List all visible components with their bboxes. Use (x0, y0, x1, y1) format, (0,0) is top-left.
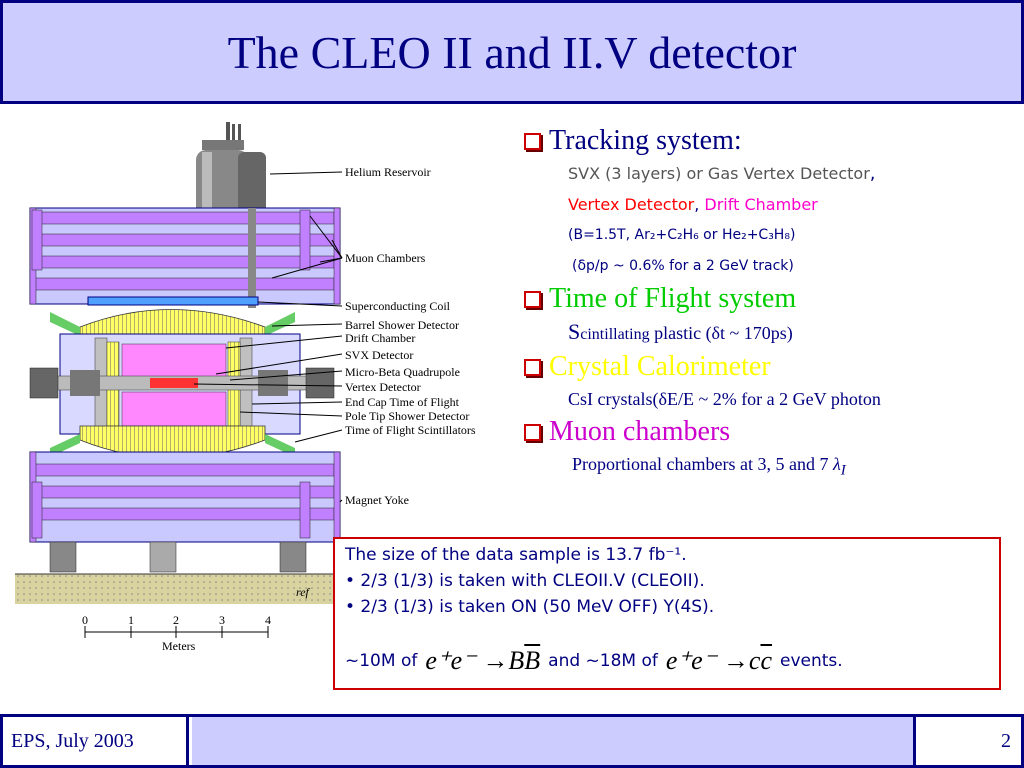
muon-head: Muon chambers (549, 416, 731, 447)
drawing-credit: ref (296, 585, 311, 599)
detector-diagram: ref 0 1 2 3 4 Meters (10, 112, 510, 657)
bullet-tracking: Tracking system: (524, 124, 1019, 158)
tracking-line3: (B=1.5T, Ar₂+C₂H₆ or He₂+C₃H₈) (568, 227, 796, 243)
scale-tick: 4 (265, 613, 271, 627)
checkbox-icon (524, 423, 541, 441)
events-post: events. (780, 651, 843, 671)
label-barrel-shower-detector: Barrel Shower Detector (345, 318, 459, 332)
scale-tick: 0 (82, 613, 88, 627)
data-line-3: • 2/3 (1/3) is taken ON (50 MeV OFF) Y(4… (345, 597, 715, 617)
events-pre: ~10M of (345, 651, 418, 671)
tof-head: Time of Flight system (549, 283, 797, 314)
title-bar: The CLEO II and II.V detector (0, 0, 1024, 104)
label-tof-scintillators: Time of Flight Scintillators (345, 423, 476, 437)
label-svx-detector: SVX Detector (345, 348, 413, 362)
label-pole-tip-shower: Pole Tip Shower Detector (345, 409, 469, 423)
muon-line1: Proportional chambers at 3, 5 and 7 λI (572, 454, 846, 479)
scale-unit: Meters (162, 639, 196, 653)
events-mid: and ~18M of (548, 651, 658, 671)
checkbox-icon (524, 290, 541, 308)
tracking-head-rest: system: (649, 125, 742, 156)
label-superconducting-coil: Superconducting Coil (345, 299, 451, 313)
bullet-calorimeter: Crystal Calorimeter (524, 350, 1019, 384)
label-muon-chambers: Muon Chambers (345, 251, 426, 265)
calorimeter-head: Crystal Calorimeter (549, 351, 771, 382)
label-vertex-detector: Vertex Detector (345, 380, 421, 394)
eq-bb: e⁺e⁻ →BB (425, 646, 541, 675)
detector-drawing: ref 0 1 2 3 4 Meters (15, 122, 476, 653)
data-sample-box: The size of the data sample is 13.7 fb⁻¹… (333, 537, 1001, 690)
events-line: ~10M of e⁺e⁻ →BB and ~18M of e⁺e⁻ →cc ev… (345, 639, 989, 683)
tracking-line1: SVX (3 layers) or Gas Vertex Detector, (568, 163, 876, 184)
footer-center (192, 717, 916, 765)
calorimeter-line1: CsI crystals(δE/E ~ 2% for a 2 GeV photo… (568, 389, 881, 409)
data-line-1: The size of the data sample is 13.7 fb⁻¹… (345, 545, 687, 565)
scale-tick: 2 (173, 613, 179, 627)
tracking-line2: Vertex Detector, Drift Chamber (568, 195, 818, 214)
bullet-tof: Time of Flight system (524, 282, 1019, 316)
footer: EPS, July 2003 2 (0, 714, 1024, 768)
label-micro-beta-quadrupole: Micro-Beta Quadrupole (345, 365, 460, 379)
bullet-muon: Muon chambers (524, 415, 1019, 449)
eq-cc: e⁺e⁻ →cc (665, 646, 773, 675)
tracking-head: Tracking (549, 125, 650, 156)
label-end-cap-tof: End Cap Time of Flight (345, 395, 460, 409)
label-helium-reservoir: Helium Reservoir (345, 165, 431, 179)
data-line-2: • 2/3 (1/3) is taken with CLEOII.V (CLEO… (345, 571, 705, 591)
tof-line1: Scintillating plastic (δt ~ 170ps) (568, 319, 793, 344)
bullet-list: Tracking system: SVX (3 layers) or Gas V… (524, 124, 1019, 487)
slide-title: The CLEO II and II.V detector (227, 26, 797, 78)
tracking-line4: (δp/p ~ 0.6% for a 2 GeV track) (572, 258, 794, 274)
label-drift-chamber: Drift Chamber (345, 331, 415, 345)
label-magnet-yoke: Magnet Yoke (345, 493, 409, 507)
footer-event: EPS, July 2003 (3, 717, 189, 765)
page-number: 2 (1001, 729, 1011, 752)
scale-tick: 1 (128, 613, 134, 627)
scale-tick: 3 (219, 613, 225, 627)
checkbox-icon (524, 132, 541, 150)
checkbox-icon (524, 358, 541, 376)
